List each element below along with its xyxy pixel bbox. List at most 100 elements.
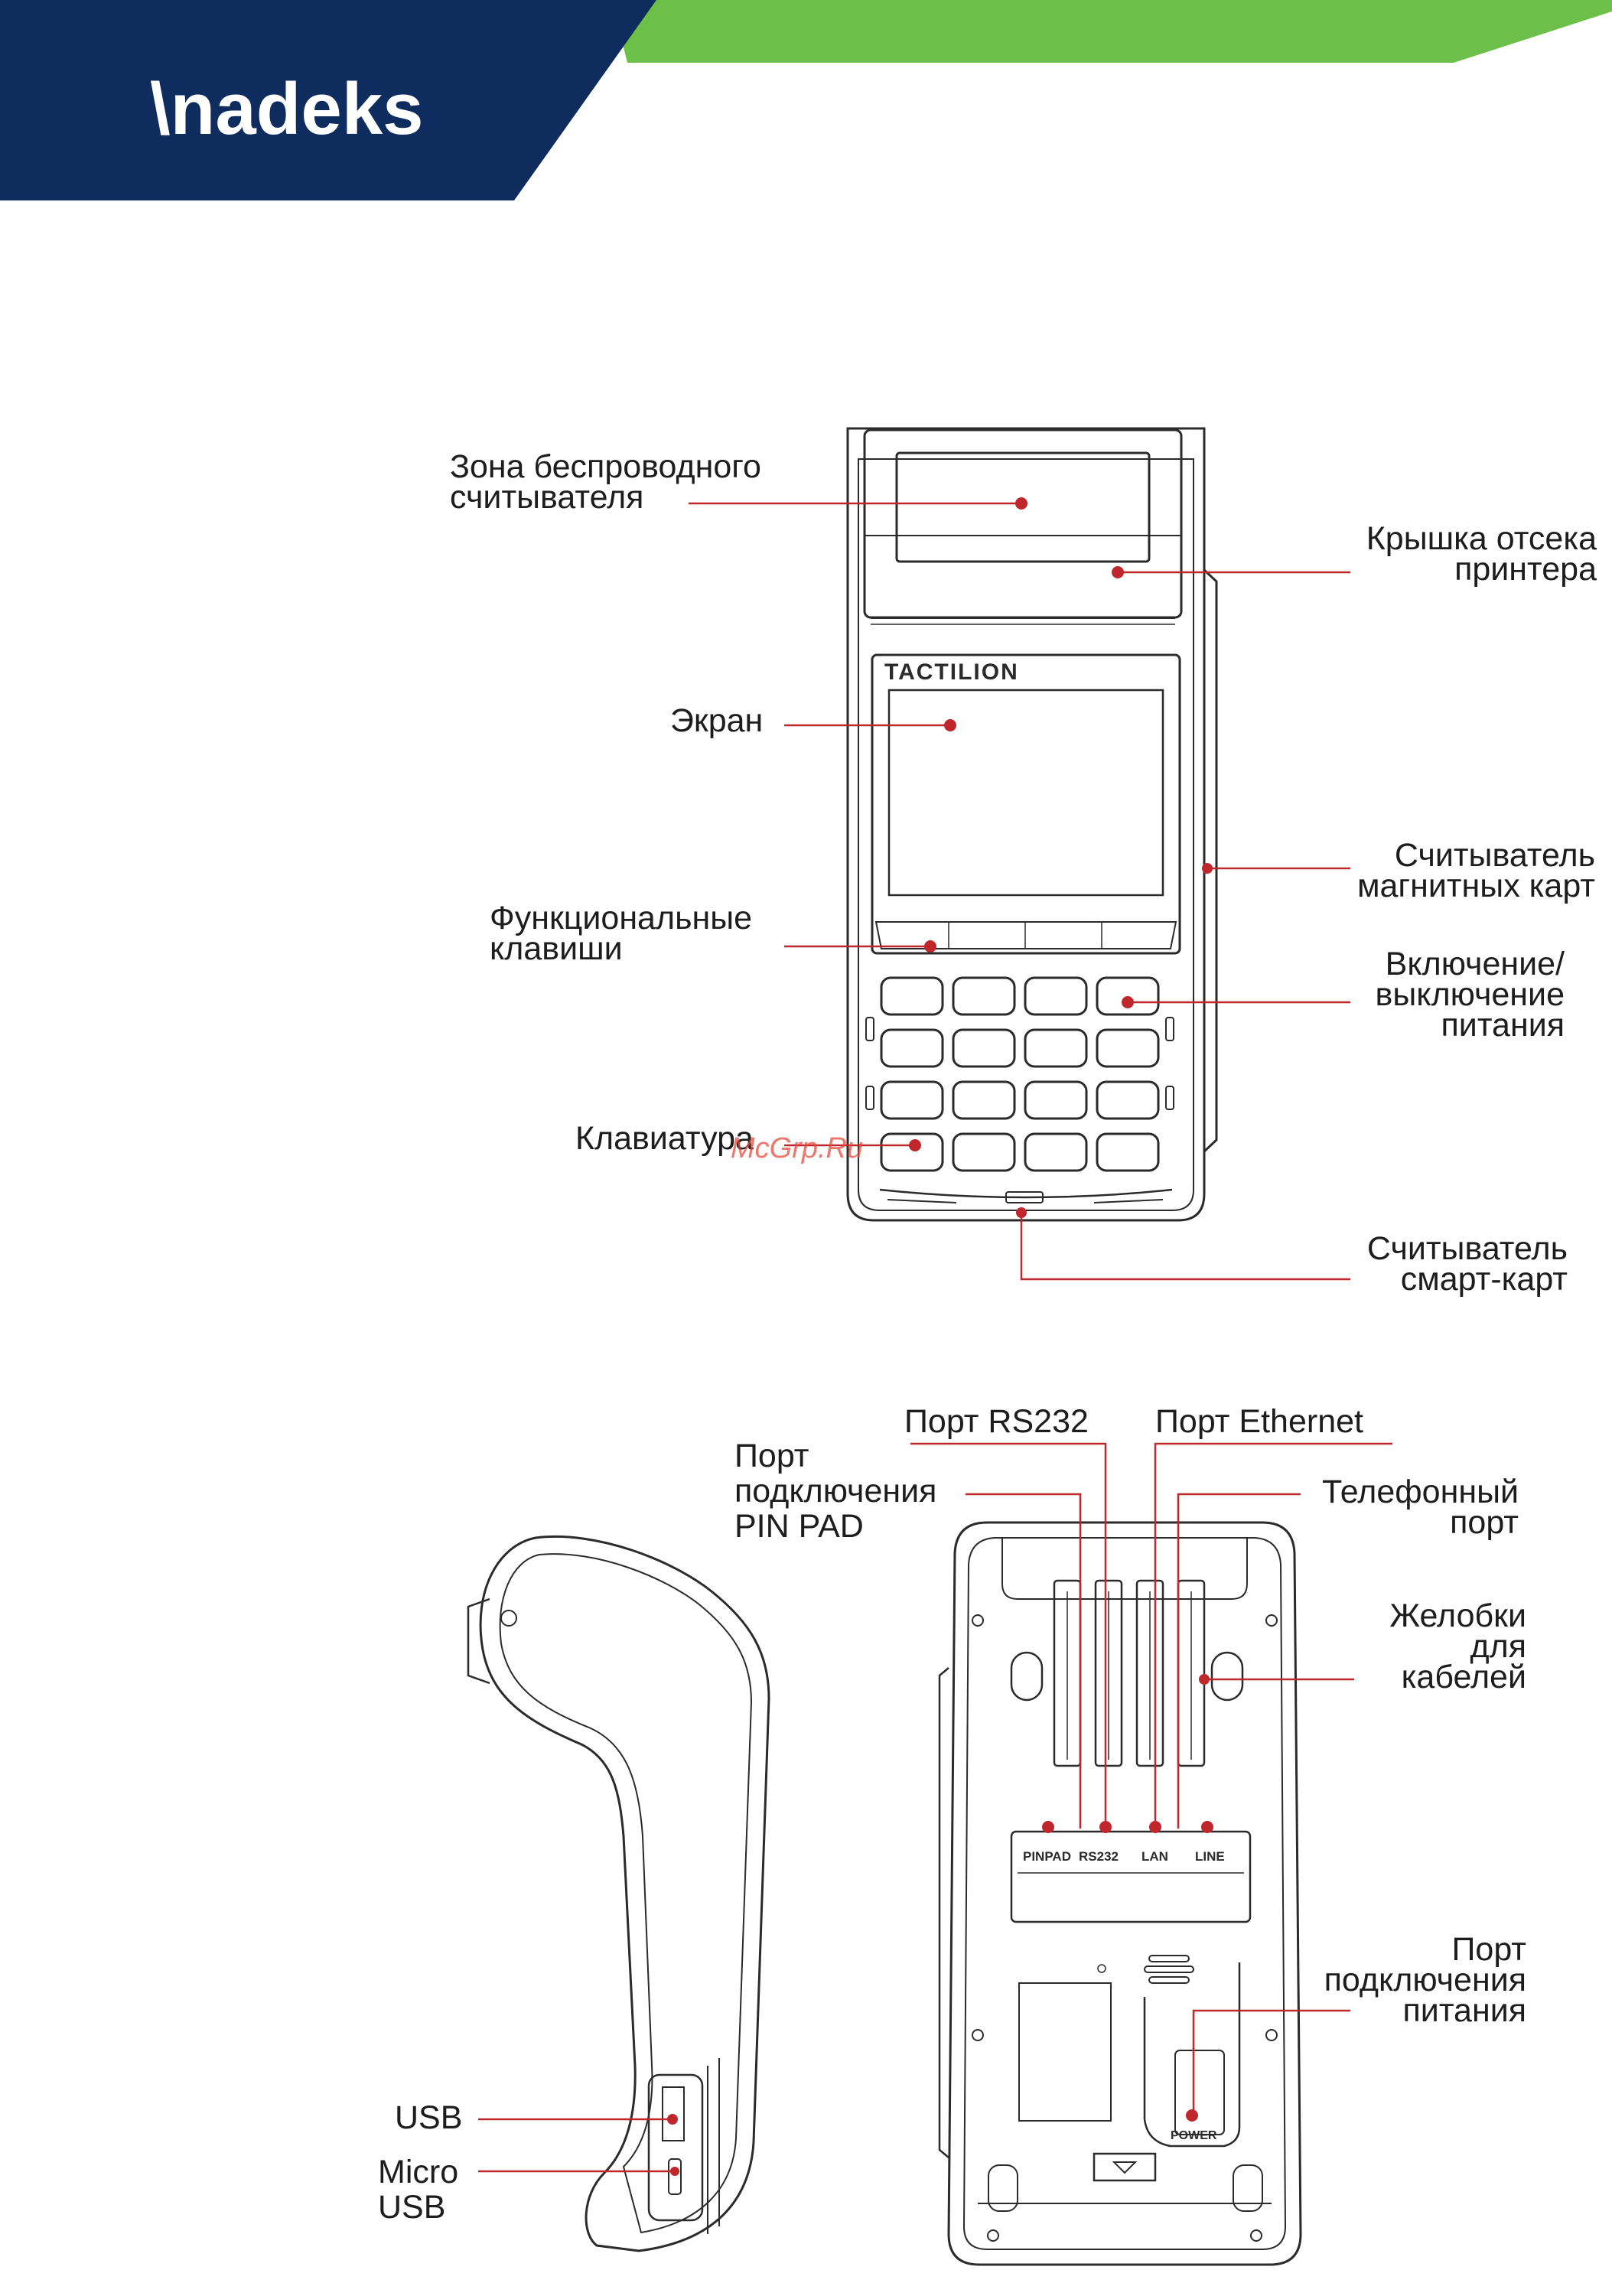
dot-keypad bbox=[909, 1139, 921, 1151]
callout-pinpad-port: Порт подключения PIN PAD bbox=[734, 1438, 936, 1544]
callout-line: питания bbox=[1402, 1992, 1526, 2029]
front-body-inner bbox=[858, 458, 1194, 1211]
port-label-lan: LAN bbox=[1141, 1849, 1168, 1864]
side-leaders bbox=[478, 2118, 673, 2173]
side-leader-dots bbox=[667, 2114, 679, 2176]
key bbox=[952, 976, 1016, 1016]
card-notch bbox=[1005, 1191, 1044, 1203]
callout-line: смарт-карт bbox=[1400, 1261, 1568, 1298]
callout-line: Считыватель bbox=[1366, 1230, 1568, 1267]
callout-line: Micro bbox=[378, 2154, 459, 2190]
header-navy-band bbox=[0, 0, 656, 200]
dot-line bbox=[1201, 1821, 1213, 1833]
callout-line: питания bbox=[1441, 1007, 1565, 1044]
key bbox=[952, 1132, 1016, 1172]
key bbox=[1024, 1080, 1088, 1120]
leader-pinpad bbox=[966, 1493, 1082, 1829]
function-keys-strip bbox=[874, 921, 1177, 949]
key bbox=[1096, 976, 1160, 1016]
callout-line: USB bbox=[378, 2189, 446, 2226]
smartcard-slot bbox=[879, 1188, 1173, 1199]
dot-lan bbox=[1149, 1821, 1161, 1833]
power-channel bbox=[1143, 1962, 1241, 2148]
screen-bezel bbox=[871, 653, 1181, 955]
callout-line: PIN PAD bbox=[734, 1508, 864, 1545]
callout-line: Экран bbox=[670, 702, 764, 739]
screen-display bbox=[887, 689, 1164, 897]
port-label-line: LINE bbox=[1195, 1849, 1225, 1864]
screw bbox=[987, 2229, 999, 2242]
screw bbox=[1265, 1614, 1278, 1627]
port-label-pinpad: PINPAD bbox=[1023, 1849, 1071, 1864]
side-printer-bump bbox=[467, 1597, 490, 1685]
key bbox=[952, 1028, 1016, 1068]
dot-power bbox=[1122, 996, 1134, 1008]
callout-line: принтера bbox=[1454, 551, 1597, 588]
callout-line: Крышка отсека bbox=[1366, 520, 1597, 557]
dot-power-port bbox=[1186, 2109, 1198, 2122]
callout-line: магнитных карт bbox=[1356, 868, 1595, 904]
dot-rs232 bbox=[1099, 1821, 1112, 1833]
callout-phone-port: Телефонный порт bbox=[1322, 1476, 1519, 1541]
power-panel-label: POWER bbox=[1171, 2129, 1217, 2142]
bottom-latch bbox=[1093, 2152, 1157, 2182]
rear-terminal bbox=[938, 1521, 1302, 2266]
callout-line: Функциональные bbox=[490, 900, 753, 936]
dot-smartcard bbox=[1016, 1207, 1027, 1218]
callout-line: Включение/ bbox=[1385, 946, 1565, 982]
side-hinge-dot bbox=[500, 1610, 517, 1627]
callout-line: порт bbox=[1450, 1504, 1519, 1541]
grille-slot bbox=[1148, 1976, 1190, 1984]
screw bbox=[1265, 2029, 1278, 2041]
port-label-rs232: RS232 bbox=[1079, 1849, 1119, 1864]
mic-hole bbox=[1097, 1964, 1106, 1973]
front-body-outline bbox=[846, 427, 1206, 1222]
callout-function-keys: Функциональные клавиши bbox=[490, 900, 753, 966]
leader-rs232 bbox=[910, 1442, 1107, 1829]
leader-phone bbox=[1177, 1493, 1301, 1829]
key bbox=[880, 1080, 944, 1120]
callout-line: Порт bbox=[734, 1438, 809, 1474]
side-button-left bbox=[865, 1086, 874, 1110]
brand-logo: \nadeks bbox=[150, 68, 424, 150]
power-port bbox=[1174, 2050, 1225, 2135]
mount-hole-right bbox=[1210, 1651, 1244, 1702]
callout-keypad: Клавиатура bbox=[575, 1122, 754, 1155]
key bbox=[1096, 1080, 1160, 1120]
callout-line: подключения bbox=[1324, 1962, 1526, 1998]
dot-usb bbox=[667, 2114, 678, 2125]
dot-function-keys bbox=[924, 940, 936, 953]
callout-micro-usb: Micro USB bbox=[378, 2154, 458, 2225]
label-sticker bbox=[1018, 1982, 1112, 2122]
key bbox=[880, 1028, 944, 1068]
leader-ethernet bbox=[1154, 1442, 1392, 1829]
callout-rs232-port: Порт RS232 bbox=[904, 1405, 1089, 1438]
callout-power-button: Включение/ выключение питания bbox=[1376, 946, 1565, 1044]
side-terminal bbox=[467, 1535, 770, 2252]
rear-side-handle bbox=[938, 1667, 949, 2158]
dot-screen bbox=[944, 719, 956, 731]
rear-top-cradle bbox=[1001, 1538, 1248, 1600]
rear-body-outline bbox=[947, 1521, 1302, 2266]
callout-line: Желобки bbox=[1389, 1597, 1526, 1634]
callout-line: кабелей bbox=[1401, 1659, 1526, 1695]
keypad-grid bbox=[880, 976, 1160, 1172]
callout-line: Порт Ethernet bbox=[1155, 1403, 1363, 1440]
screen-brand-text: TACTILION bbox=[884, 659, 1019, 685]
latch-arrow-icon bbox=[1112, 2161, 1138, 2174]
micro-usb-port bbox=[668, 2158, 682, 2195]
port-label-panel bbox=[1010, 1830, 1252, 1923]
printer-head bbox=[863, 428, 1183, 619]
rear-leader-dots bbox=[1042, 1674, 1213, 2122]
slot-lip bbox=[887, 1199, 1164, 1203]
callout-line: Порт bbox=[1451, 1931, 1527, 1968]
key bbox=[1096, 1028, 1160, 1068]
callout-smartcard-reader: Считыватель смарт-карт bbox=[1366, 1230, 1568, 1298]
rear-foot bbox=[1233, 2164, 1263, 2212]
side-button-left bbox=[865, 1017, 874, 1041]
header-green-band bbox=[612, 0, 1612, 63]
dot-pinpad bbox=[1042, 1821, 1054, 1833]
rear-leaders bbox=[910, 1442, 1392, 2115]
grille-slot bbox=[1148, 1955, 1190, 1962]
dot-micro-usb bbox=[670, 2167, 679, 2176]
